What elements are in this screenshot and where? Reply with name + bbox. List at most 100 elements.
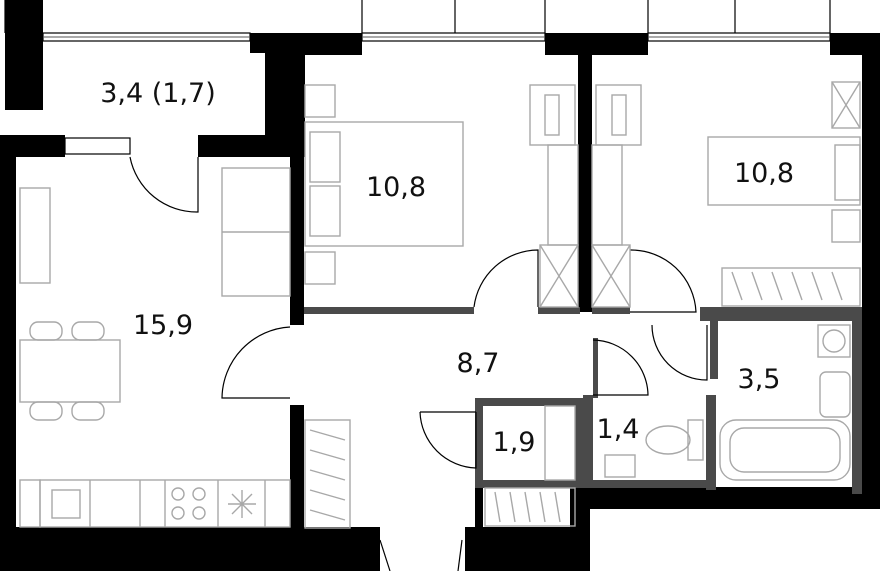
window bbox=[64, 137, 131, 155]
wall-segment bbox=[290, 405, 304, 530]
wall-segment bbox=[706, 395, 716, 490]
shelf-hatch bbox=[731, 271, 843, 301]
toilet-tank bbox=[687, 419, 704, 461]
wall-segment bbox=[475, 398, 483, 488]
room-area-kitchen-living: 15,9 bbox=[133, 310, 193, 341]
room-area-loggia: 3,4 (1,7) bbox=[100, 78, 216, 109]
wall-segment bbox=[830, 33, 880, 55]
wall-segment bbox=[592, 307, 630, 314]
furniture bbox=[19, 81, 861, 529]
hall-wardrobe-hatch bbox=[309, 429, 346, 521]
wardrobe bbox=[591, 144, 623, 246]
pillow bbox=[834, 144, 861, 201]
wardrobe-x bbox=[539, 244, 579, 308]
nightstand bbox=[304, 251, 336, 285]
wall-segment bbox=[5, 0, 43, 110]
door-swing bbox=[221, 326, 291, 399]
dresser bbox=[831, 81, 861, 129]
washing-machine-drum bbox=[822, 329, 846, 353]
sink bbox=[51, 489, 81, 519]
washbasin bbox=[604, 454, 636, 478]
wardrobe bbox=[547, 144, 579, 246]
wall-segment bbox=[852, 314, 862, 494]
door-swing bbox=[473, 249, 539, 308]
wall-segment bbox=[593, 338, 598, 398]
wall-segment bbox=[545, 33, 648, 55]
stove-burner bbox=[192, 506, 206, 520]
wardrobe bbox=[591, 244, 631, 308]
wall-segment bbox=[475, 488, 483, 528]
wall-segment bbox=[700, 307, 862, 314]
wardrobe-x bbox=[591, 244, 631, 308]
shelf-hatch bbox=[494, 491, 561, 523]
nightstand bbox=[304, 84, 336, 118]
toilet bbox=[645, 425, 691, 455]
room-area-hallway: 8,7 bbox=[457, 348, 500, 379]
monitor bbox=[544, 94, 560, 136]
fridge bbox=[19, 479, 41, 528]
door-swing bbox=[129, 156, 199, 213]
wall-segment bbox=[0, 135, 16, 571]
wall-segment bbox=[583, 395, 593, 488]
door-swing bbox=[419, 411, 477, 469]
wall-segment bbox=[710, 314, 718, 379]
chair bbox=[29, 321, 63, 341]
fan bbox=[228, 490, 256, 518]
wall-segment bbox=[570, 487, 865, 509]
wall-segment bbox=[0, 527, 380, 571]
bed bbox=[304, 121, 464, 247]
desk bbox=[529, 84, 576, 146]
storage-shelf bbox=[544, 405, 576, 481]
window-frame bbox=[379, 539, 391, 571]
wall-segment bbox=[700, 314, 862, 321]
wall-segment bbox=[583, 480, 713, 488]
monitor bbox=[611, 94, 627, 136]
pillow bbox=[309, 131, 341, 183]
wall-segment bbox=[578, 55, 592, 312]
wall-segment bbox=[575, 398, 585, 488]
stove-burner bbox=[171, 506, 185, 520]
wall-segment bbox=[538, 307, 580, 314]
washing-machine bbox=[817, 324, 851, 358]
dining-table bbox=[19, 339, 121, 403]
washbasin bbox=[819, 371, 851, 418]
room-area-bedroom-2: 10,8 bbox=[734, 158, 794, 189]
pillow bbox=[309, 185, 341, 237]
nightstand bbox=[831, 209, 861, 243]
wall-segment bbox=[290, 33, 362, 55]
door-swing bbox=[629, 249, 697, 313]
bathtub bbox=[719, 419, 851, 481]
chair bbox=[71, 321, 105, 341]
chair bbox=[71, 401, 105, 421]
wardrobe bbox=[539, 244, 579, 308]
wall-segment bbox=[475, 398, 585, 406]
window-frame bbox=[457, 539, 463, 571]
dresser-x bbox=[831, 81, 861, 129]
chair bbox=[29, 401, 63, 421]
room-area-toilet: 1,4 bbox=[597, 414, 640, 445]
shelf bbox=[721, 267, 861, 307]
wall-segment bbox=[465, 527, 590, 571]
stove-burner bbox=[192, 487, 206, 501]
storage-shelf bbox=[484, 487, 576, 527]
wall-segment bbox=[198, 135, 305, 157]
room-labels: 3,4 (1,7) 10,8 10,8 15,9 8,7 3,5 1,9 1,4 bbox=[100, 78, 794, 458]
wall-segment bbox=[475, 480, 580, 488]
bathtub-inner bbox=[729, 427, 841, 473]
room-area-bedroom-1: 10,8 bbox=[366, 172, 426, 203]
door-swing bbox=[592, 339, 649, 396]
sideboard bbox=[19, 187, 51, 284]
hall-wardrobe bbox=[304, 419, 351, 529]
wall-segment bbox=[862, 33, 880, 509]
wall-segment bbox=[5, 135, 65, 157]
doors bbox=[129, 156, 708, 469]
windows bbox=[4, 0, 831, 571]
room-area-bathroom: 3,5 bbox=[738, 364, 781, 395]
desk bbox=[595, 84, 642, 146]
room-area-storage: 1,9 bbox=[493, 427, 536, 458]
wall-segment bbox=[290, 150, 304, 325]
wall-segment bbox=[304, 307, 474, 314]
door-swing bbox=[651, 324, 708, 381]
